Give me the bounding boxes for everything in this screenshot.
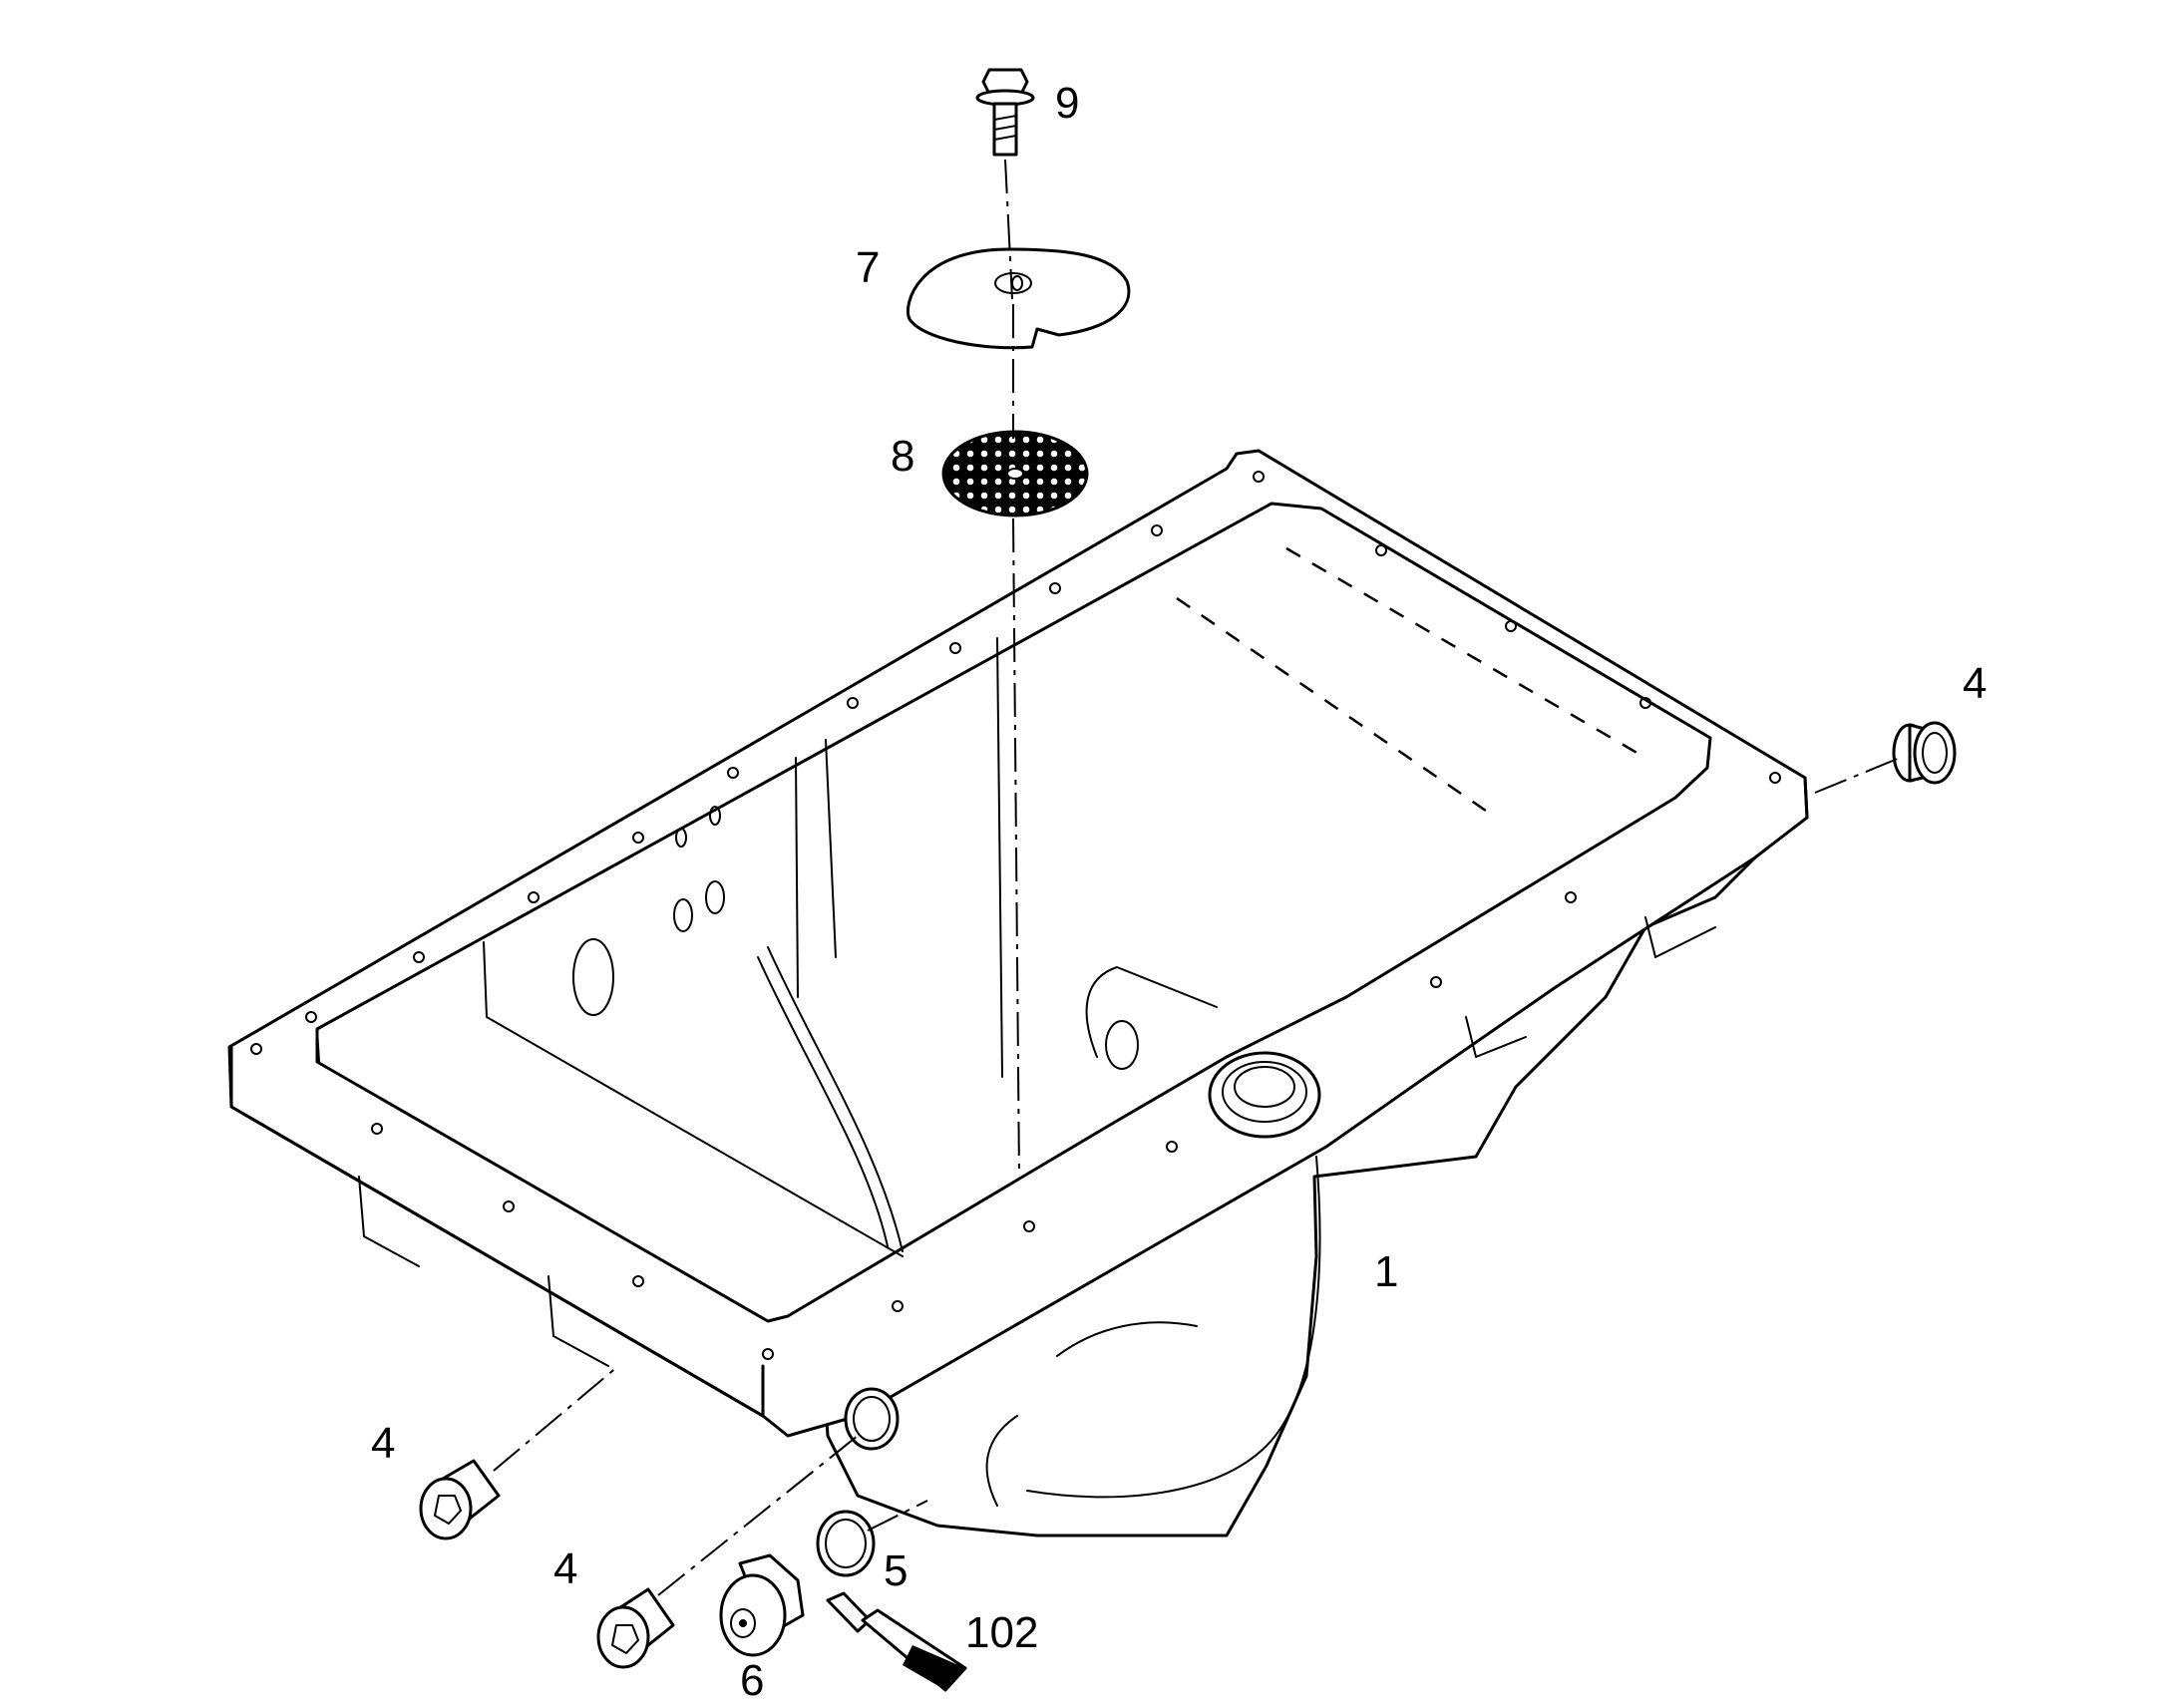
- plug-bottom: [596, 1587, 675, 1669]
- bolt: [975, 68, 1035, 157]
- callout-4-right: 4: [1963, 659, 1987, 708]
- callout-9: 9: [1055, 79, 1079, 128]
- drain-plug: [719, 1553, 805, 1657]
- callout-5: 5: [884, 1546, 908, 1595]
- callout-4-left: 4: [371, 1419, 395, 1468]
- seal-ring: [816, 1510, 876, 1577]
- flange-bolt-holes: [250, 471, 1781, 1360]
- callout-4-bottom: 4: [553, 1544, 577, 1593]
- oil-pan: [227, 449, 1809, 1537]
- installed-seal: [844, 1387, 900, 1451]
- plug-left: [419, 1459, 501, 1540]
- callout-1: 1: [1374, 1247, 1398, 1296]
- callout-8: 8: [891, 432, 914, 481]
- cover-plate: [907, 247, 1131, 350]
- leader-lines: [493, 159, 1901, 1596]
- callout-6: 6: [740, 1656, 764, 1705]
- sealant-tube: [826, 1591, 967, 1692]
- callout-labels: 1 4 4 4 5 6 7 8 9 102: [371, 79, 1987, 1705]
- callout-7: 7: [856, 243, 880, 292]
- plug-right: [1892, 721, 1957, 785]
- strainer-screen: [941, 430, 1089, 517]
- callout-102: 102: [965, 1608, 1038, 1657]
